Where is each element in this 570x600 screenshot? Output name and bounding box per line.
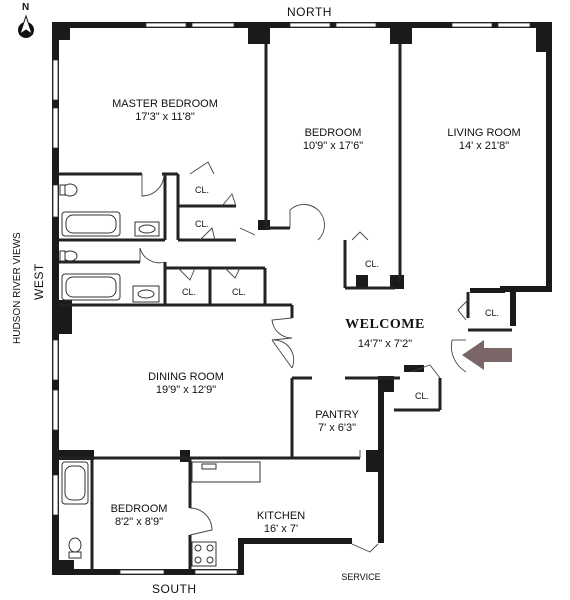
room-dimensions: 10'9" x 17'6" xyxy=(302,140,364,152)
fixtures xyxy=(59,183,261,567)
room-name: PANTRY xyxy=(315,409,359,421)
room-name: DINING ROOM xyxy=(148,371,224,383)
room-name: BEDROOM xyxy=(304,127,362,139)
room-name: WELCOME xyxy=(345,317,425,332)
room-dimensions: 19'9" x 12'9" xyxy=(155,384,217,396)
closet-label: CL. xyxy=(484,308,500,318)
room-name: MASTER BEDROOM xyxy=(112,98,218,110)
room-welcome: WELCOME 14'7" x 7'2" xyxy=(345,318,425,351)
room-kitchen: KITCHEN 16' x 7' xyxy=(257,510,305,536)
compass-south: SOUTH xyxy=(152,582,197,596)
room-master-bedroom: MASTER BEDROOM 17'3" x 11'8" xyxy=(112,98,218,124)
room-bedroom-north: BEDROOM 10'9" x 17'6" xyxy=(303,127,363,153)
compass-north: NORTH xyxy=(287,5,332,19)
closet-label: CL. xyxy=(194,185,210,195)
closet-label: CL. xyxy=(194,219,210,229)
room-pantry: PANTRY 7' x 6'3" xyxy=(315,409,359,435)
entry-arrow xyxy=(462,340,512,370)
room-dimensions: 7' x 6'3" xyxy=(317,422,357,434)
room-dimensions: 14' x 21'8" xyxy=(458,140,510,152)
windows xyxy=(52,22,531,575)
room-name: LIVING ROOM xyxy=(447,127,521,139)
closet-label: CL. xyxy=(231,287,247,297)
room-name: KITCHEN xyxy=(256,510,306,522)
room-dimensions: 14'7" x 7'2" xyxy=(357,338,413,350)
service-entrance-label: SERVICE xyxy=(341,572,381,582)
closet-label: CL. xyxy=(181,287,197,297)
closet-label: CL. xyxy=(414,391,430,401)
corner-blocks xyxy=(52,22,552,575)
room-dimensions: 17'3" x 11'8" xyxy=(135,111,195,123)
door-swings xyxy=(139,161,469,553)
toilet-3 xyxy=(68,537,82,553)
room-bedroom-south: BEDROOM 8'2" x 8'9" xyxy=(111,503,168,529)
hudson-river-views: HUDSON RIVER VIEWS xyxy=(12,232,23,344)
north-arrow-letter: N xyxy=(22,2,30,13)
room-dining-room: DINING ROOM 19'9" x 12'9" xyxy=(148,371,224,397)
room-living-room: LIVING ROOM 14' x 21'8" xyxy=(447,127,520,153)
interior-walls xyxy=(59,44,512,570)
compass-west: WEST xyxy=(32,263,46,300)
closet-label: CL. xyxy=(364,259,380,269)
room-dimensions: 8'2" x 8'9" xyxy=(114,516,164,528)
room-name: BEDROOM xyxy=(110,503,168,515)
room-dimensions: 16' x 7' xyxy=(263,523,299,535)
north-arrow-icon xyxy=(18,14,34,38)
